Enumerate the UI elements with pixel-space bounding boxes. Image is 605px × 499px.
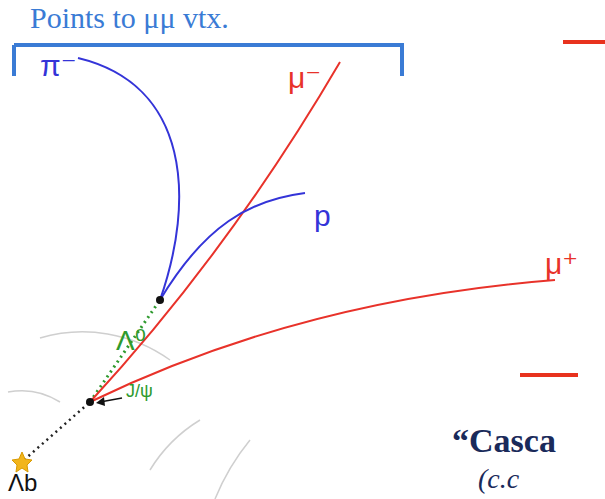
detector-arc: [215, 440, 250, 499]
red-bar: [563, 40, 605, 44]
lambda-b-flight: [24, 402, 90, 460]
particle-label: μ⁺: [545, 248, 578, 280]
heading-text: “Casca: [452, 423, 556, 459]
production-star: [12, 452, 32, 472]
proton-track: [160, 193, 305, 300]
detector-arc: [40, 332, 170, 360]
particle-label: p: [314, 200, 331, 232]
note-text: Points to μμ vtx.: [30, 2, 229, 34]
arrow-head: [96, 397, 105, 406]
detector-arc: [150, 420, 200, 470]
detector-arc: [8, 391, 60, 402]
vertex-dot: [156, 296, 164, 304]
particle-label: Λ⁰: [116, 326, 146, 355]
pion-track: [78, 58, 179, 300]
particle-label: J/ψ: [126, 382, 153, 401]
vertex-dot: [86, 398, 94, 406]
particle-label: π⁻: [40, 50, 77, 82]
particle-label: Λb: [8, 470, 37, 495]
particle-label: μ⁻: [288, 62, 321, 94]
note-text: (c.c: [478, 464, 519, 493]
red-bar: [520, 373, 578, 377]
muon-plus-track: [90, 280, 555, 402]
